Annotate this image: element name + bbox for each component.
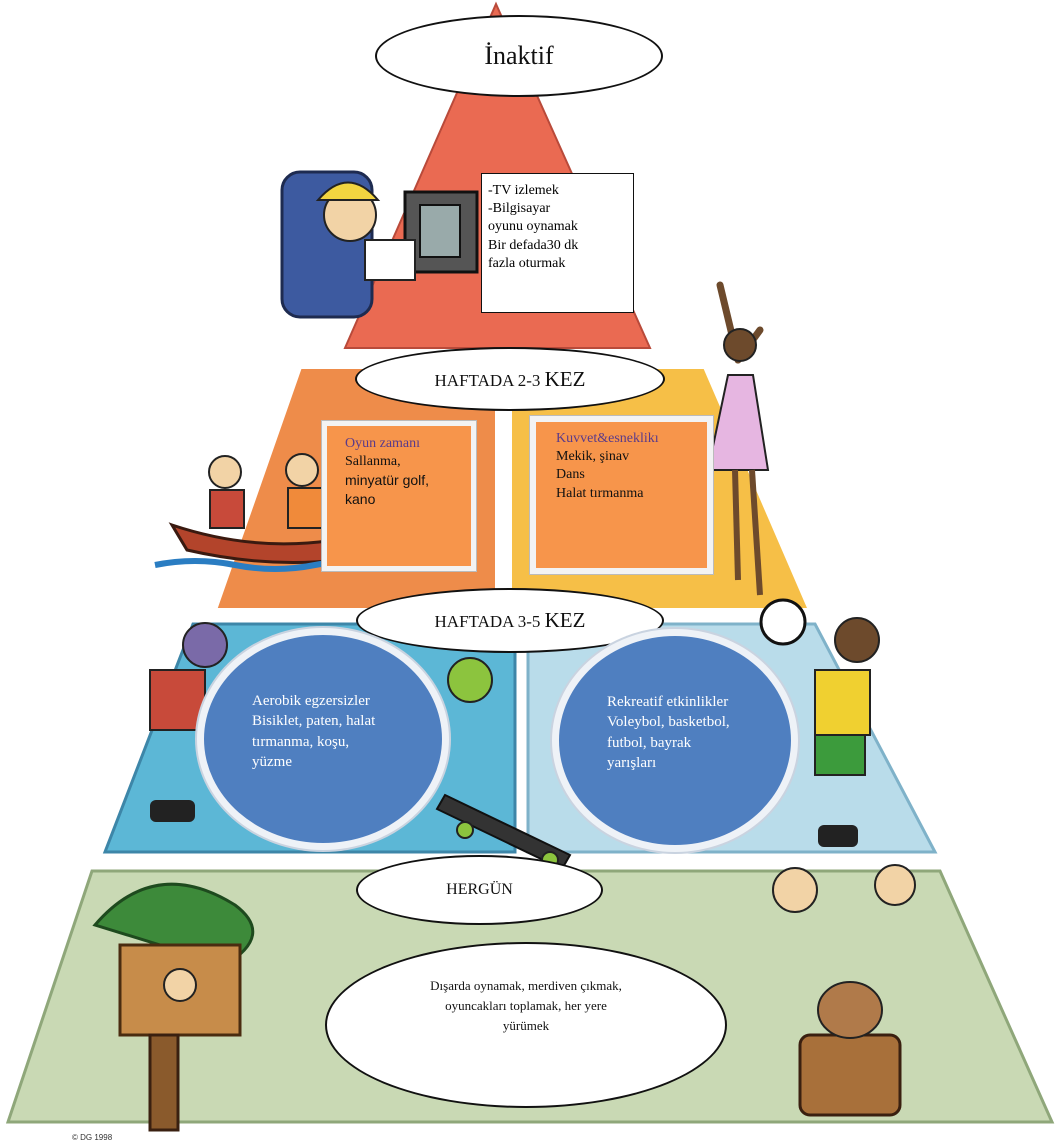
- recreational-item-2: Voleybol, basketbol,: [607, 714, 730, 731]
- play-time-item-3: kano: [345, 490, 376, 507]
- daily-item-3: yürümek: [502, 1018, 550, 1034]
- inactive-title-ellipse: İnaktif: [375, 15, 663, 97]
- play-time-box: Oyun zamanı Sallanma, minyatür golf, kan…: [322, 421, 476, 571]
- daily-title: HERGÜN: [446, 881, 513, 898]
- play-time-item-2: minyatür golf,: [345, 472, 430, 489]
- aerobic-item-2: Bisiklet, paten, halat: [252, 713, 376, 730]
- daily-item-1: Dışarda oynamak, merdiven çıkmak,: [430, 978, 622, 993]
- recreational-item-4: yarışları: [607, 754, 657, 771]
- weekly-2-3-title-prefix: HAFTADA 2-3: [434, 370, 545, 390]
- recreational-item-1: Rekreatif etkinlikler: [607, 694, 729, 710]
- treehouse-illustration: [92, 882, 255, 1132]
- recreational-item-3: futbol, bayrak: [607, 734, 692, 751]
- aerobic-item-4: yüzme: [252, 753, 292, 770]
- dog-bath-illustration: [772, 864, 916, 1117]
- daily-item-2: oyuncakları toplamak, her yere: [445, 998, 607, 1014]
- inactive-item-4: Bir defada30 dk: [488, 237, 579, 253]
- inactive-item-3: oyunu oynamak: [488, 219, 578, 235]
- aerobic-item-1: Aerobik egzersizler: [252, 693, 370, 709]
- weekly-2-3-title-ellipse: HAFTADA 2-3 KEZ: [355, 347, 665, 411]
- recreational-circle: Rekreatif etkinlikler Voleybol, basketbo…: [552, 629, 798, 852]
- weekly-3-5-title: HAFTADA 3-5 KEZ: [435, 608, 586, 633]
- inactive-title: İnaktif: [484, 41, 554, 70]
- copyright-text: © DG 1998: [72, 1133, 113, 1142]
- tv-watching-illustration: [280, 170, 479, 319]
- daily-activities-ellipse: Dışarda oynamak, merdiven çıkmak, oyunca…: [325, 942, 727, 1108]
- weekly-2-3-title: HAFTADA 2-3 KEZ: [435, 367, 586, 392]
- weekly-3-5-title-prefix: HAFTADA 3-5: [434, 612, 545, 631]
- weekly-3-5-title-suffix: KEZ: [544, 608, 586, 632]
- strength-item-1: Mekik, şinav: [556, 449, 630, 465]
- play-time-heading: Oyun zamanı: [345, 436, 421, 451]
- strength-item-2: Dans: [556, 467, 585, 483]
- play-time-item-1: Sallanma,: [345, 454, 401, 470]
- inactive-item-2: -Bilgisayar: [488, 201, 551, 217]
- inactive-activities-box: -TV izlemek -Bilgisayar oyunu oynamak Bi…: [481, 173, 634, 313]
- strength-flexibility-box: Kuvvet&esneklikı Mekik, şinav Dans Halat…: [530, 416, 713, 574]
- soccer-player-illustration: [759, 598, 880, 847]
- weekly-2-3-title-suffix: KEZ: [544, 366, 586, 391]
- inactive-item-5: fazla oturmak: [488, 255, 566, 271]
- weekly-3-5-title-ellipse: HAFTADA 3-5 KEZ: [356, 588, 664, 653]
- aerobic-circle: Aerobik egzersizler Bisiklet, paten, hal…: [197, 628, 449, 850]
- strength-heading: Kuvvet&esneklikı: [556, 431, 659, 446]
- strength-item-3: Halat tırmanma: [556, 485, 644, 501]
- aerobic-item-3: tırmanma, koşu,: [252, 733, 350, 750]
- inactive-item-1: -TV izlemek: [488, 183, 559, 198]
- daily-title-ellipse: HERGÜN: [356, 855, 603, 925]
- dancer-illustration: [706, 281, 770, 596]
